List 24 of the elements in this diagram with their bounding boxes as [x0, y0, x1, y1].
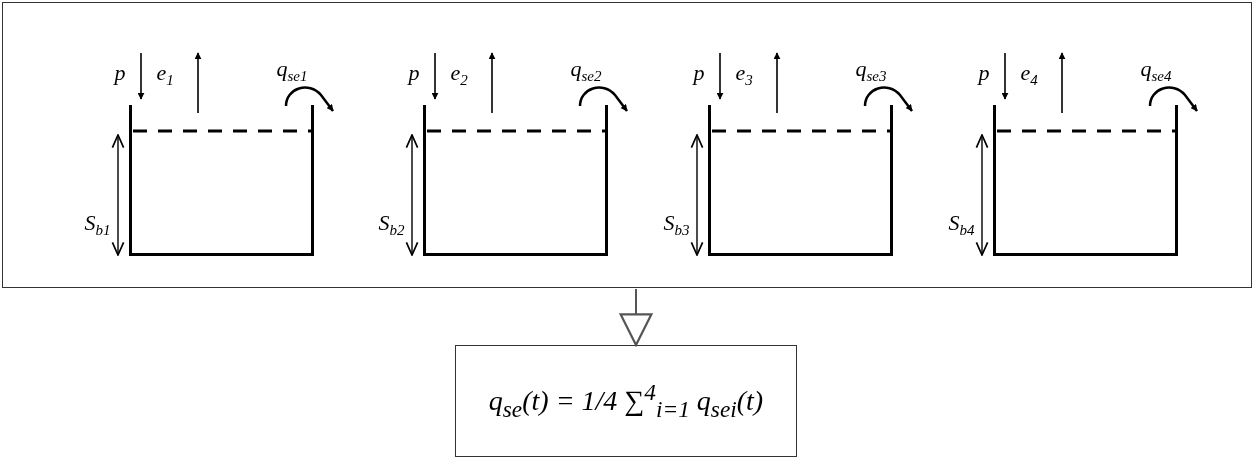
- variable-label: q$_{se1}$: [276, 56, 308, 86]
- variable-label: p: [114, 60, 126, 85]
- panel-frame: [2, 2, 1252, 288]
- variable-label: p: [408, 60, 420, 85]
- variable-label: q$_{se3}$: [855, 56, 887, 86]
- variable-label: S$_{b2}$: [378, 210, 405, 240]
- formula-text: q$_{se}$(t) = 1/4 ∑$^{4}$$_{i=1}$ q$_{sei}$(t): [488, 379, 764, 423]
- bucket-outline: [128, 104, 315, 257]
- formula-box: [455, 345, 797, 457]
- variable-label: e$_{4}$: [1020, 60, 1038, 90]
- variable-label: p: [978, 60, 990, 85]
- arrow: [619, 288, 653, 347]
- variable-label: S$_{b4}$: [948, 210, 975, 240]
- variable-label: e$_{1}$: [156, 60, 174, 90]
- variable-label: S$_{b3}$: [663, 210, 690, 240]
- variable-label: e$_{3}$: [735, 60, 753, 90]
- variable-label: q$_{se2}$: [570, 56, 602, 86]
- variable-label: q$_{se4}$: [1140, 56, 1172, 86]
- bucket-outline: [422, 104, 609, 257]
- bucket-outline: [707, 104, 894, 257]
- variable-label: p: [693, 60, 705, 85]
- bucket-outline: [992, 104, 1179, 257]
- variable-label: S$_{b1}$: [84, 210, 111, 240]
- variable-label: e$_{2}$: [450, 60, 468, 90]
